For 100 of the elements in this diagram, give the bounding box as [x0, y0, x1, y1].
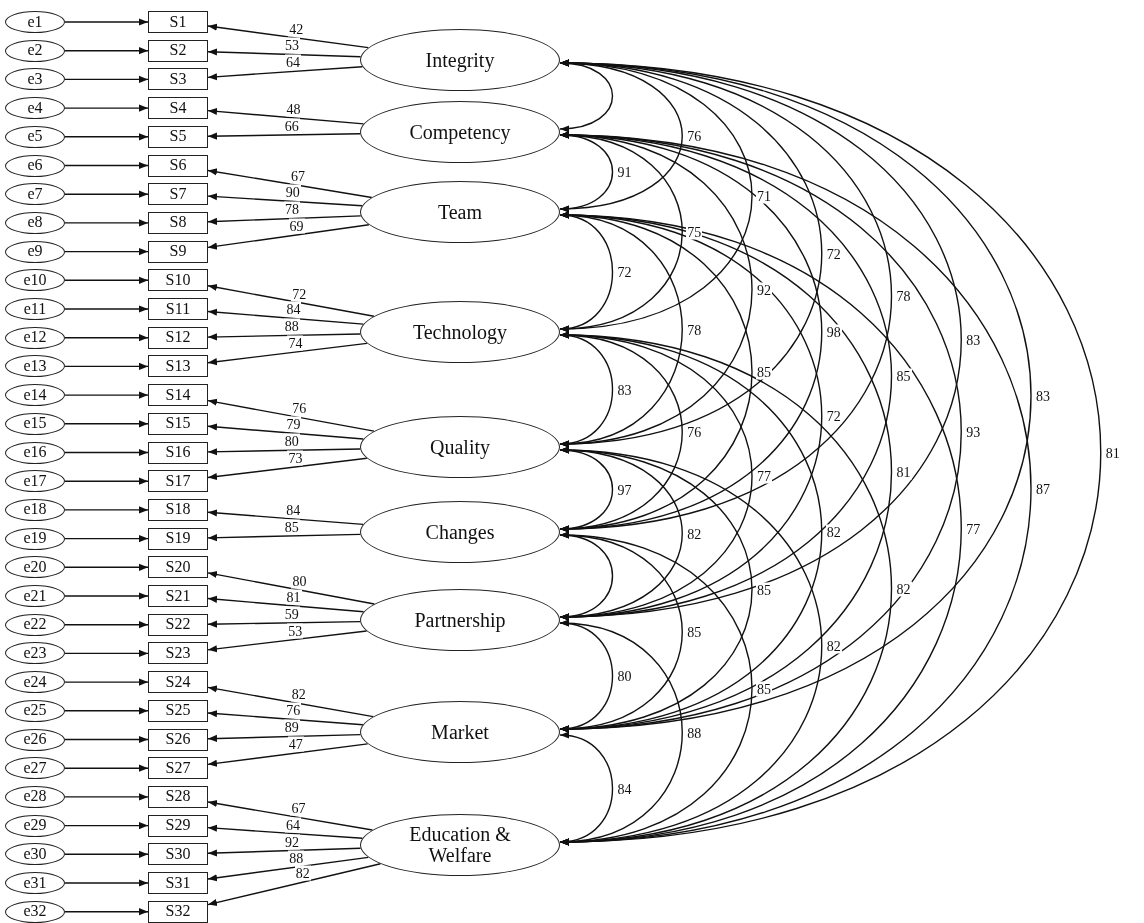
- edge-label: 83: [1035, 388, 1051, 404]
- indicator-box: S26: [148, 728, 208, 751]
- arrow: [207, 23, 369, 49]
- arrow: [64, 219, 149, 227]
- arrow: [207, 448, 361, 456]
- error-ellipse: e14: [5, 384, 65, 407]
- indicator-box: S15: [148, 412, 208, 435]
- edge-label: 91: [616, 164, 633, 180]
- error-ellipse: e10: [5, 269, 65, 292]
- error-ellipse: e5: [5, 125, 65, 148]
- correlation-arrow: [559, 212, 962, 845]
- edge-label: 78: [284, 202, 300, 217]
- arrow: [64, 506, 149, 514]
- edge-label: 53: [283, 37, 300, 53]
- arrow: [64, 563, 149, 571]
- edge-label: 77: [756, 468, 772, 484]
- error-ellipse: e23: [5, 642, 65, 665]
- error-ellipse: e21: [5, 585, 65, 607]
- error-ellipse: e1: [5, 11, 65, 33]
- indicator-box: S30: [148, 843, 208, 866]
- arrow: [64, 477, 149, 485]
- indicator-box: S18: [148, 498, 208, 521]
- edge-label: 82: [895, 581, 912, 596]
- arrow: [64, 592, 149, 600]
- arrow: [64, 764, 149, 772]
- arrow: [207, 620, 361, 628]
- indicator-box: S6: [148, 154, 208, 177]
- edge-label: 85: [283, 519, 300, 535]
- arrow: [207, 800, 374, 831]
- arrow: [64, 850, 149, 858]
- error-ellipse: e16: [5, 441, 65, 464]
- edge-label: 71: [756, 188, 772, 204]
- edge-label: 83: [965, 332, 982, 348]
- arrow: [64, 276, 149, 284]
- arrow: [207, 342, 368, 366]
- indicator-box: S19: [148, 527, 208, 550]
- factor-ellipse: Quality: [360, 416, 560, 478]
- correlation-arrow: [559, 447, 823, 845]
- error-ellipse: e25: [5, 699, 65, 722]
- arrow: [207, 685, 374, 718]
- edge-label: 80: [291, 573, 308, 589]
- edge-label: 67: [290, 168, 307, 184]
- edge-label: 80: [616, 668, 633, 684]
- edge-label: 85: [756, 364, 772, 380]
- error-ellipse: e18: [5, 498, 65, 521]
- arrow: [207, 710, 364, 726]
- error-ellipse: e20: [5, 556, 65, 579]
- factor-ellipse: Education & Welfare: [360, 814, 560, 876]
- arrow: [64, 305, 149, 313]
- edge-label: 90: [284, 184, 301, 200]
- arrow: [64, 104, 149, 112]
- indicator-box: S14: [148, 384, 208, 407]
- edge-label: 78: [895, 288, 912, 304]
- indicator-box: S3: [148, 68, 208, 91]
- arrow: [64, 362, 149, 370]
- edge-label: 72: [825, 246, 842, 261]
- arrow: [207, 856, 369, 882]
- indicator-box: S25: [148, 699, 208, 722]
- error-ellipse: e15: [5, 412, 65, 435]
- error-ellipse: e29: [5, 814, 65, 837]
- arrow: [64, 133, 149, 141]
- correlation-arrow: [559, 732, 614, 845]
- factor-ellipse: Integrity: [360, 29, 560, 91]
- edge-label: 66: [283, 118, 300, 134]
- indicator-box: S4: [148, 97, 208, 120]
- arrow: [207, 733, 362, 743]
- edge-label: 64: [284, 817, 301, 832]
- factor-ellipse: Market: [360, 701, 560, 763]
- error-ellipse: e22: [5, 613, 65, 636]
- arrow: [207, 630, 368, 653]
- indicator-box: S32: [148, 900, 208, 923]
- arrow: [64, 420, 149, 428]
- edge-label: 88: [283, 318, 300, 334]
- error-ellipse: e6: [5, 154, 65, 177]
- arrow: [207, 308, 364, 325]
- arrow: [64, 161, 149, 170]
- edge-label: 81: [895, 464, 912, 480]
- arrow: [64, 822, 149, 830]
- edge-label: 85: [756, 681, 772, 696]
- arrow: [64, 75, 149, 83]
- edge-label: 92: [283, 834, 300, 850]
- edge-label: 76: [686, 424, 703, 440]
- arrow: [64, 678, 149, 686]
- error-ellipse: e17: [5, 470, 65, 493]
- error-ellipse: e4: [5, 97, 65, 120]
- edge-label: 75: [686, 224, 703, 240]
- edge-label: 53: [287, 623, 304, 638]
- arrow: [207, 193, 363, 207]
- edge-label: 89: [283, 719, 300, 735]
- edge-label: 85: [686, 624, 703, 640]
- indicator-box: S31: [148, 872, 208, 894]
- edge-label: 47: [287, 736, 304, 752]
- error-ellipse: e19: [5, 527, 65, 550]
- arrow: [64, 535, 149, 543]
- edge-label: 64: [284, 55, 301, 70]
- edge-label: 42: [288, 21, 305, 37]
- error-ellipse: e13: [5, 355, 65, 378]
- edge-label: 85: [756, 582, 772, 597]
- edge-label: 83: [616, 382, 633, 397]
- indicator-box: S11: [148, 298, 208, 320]
